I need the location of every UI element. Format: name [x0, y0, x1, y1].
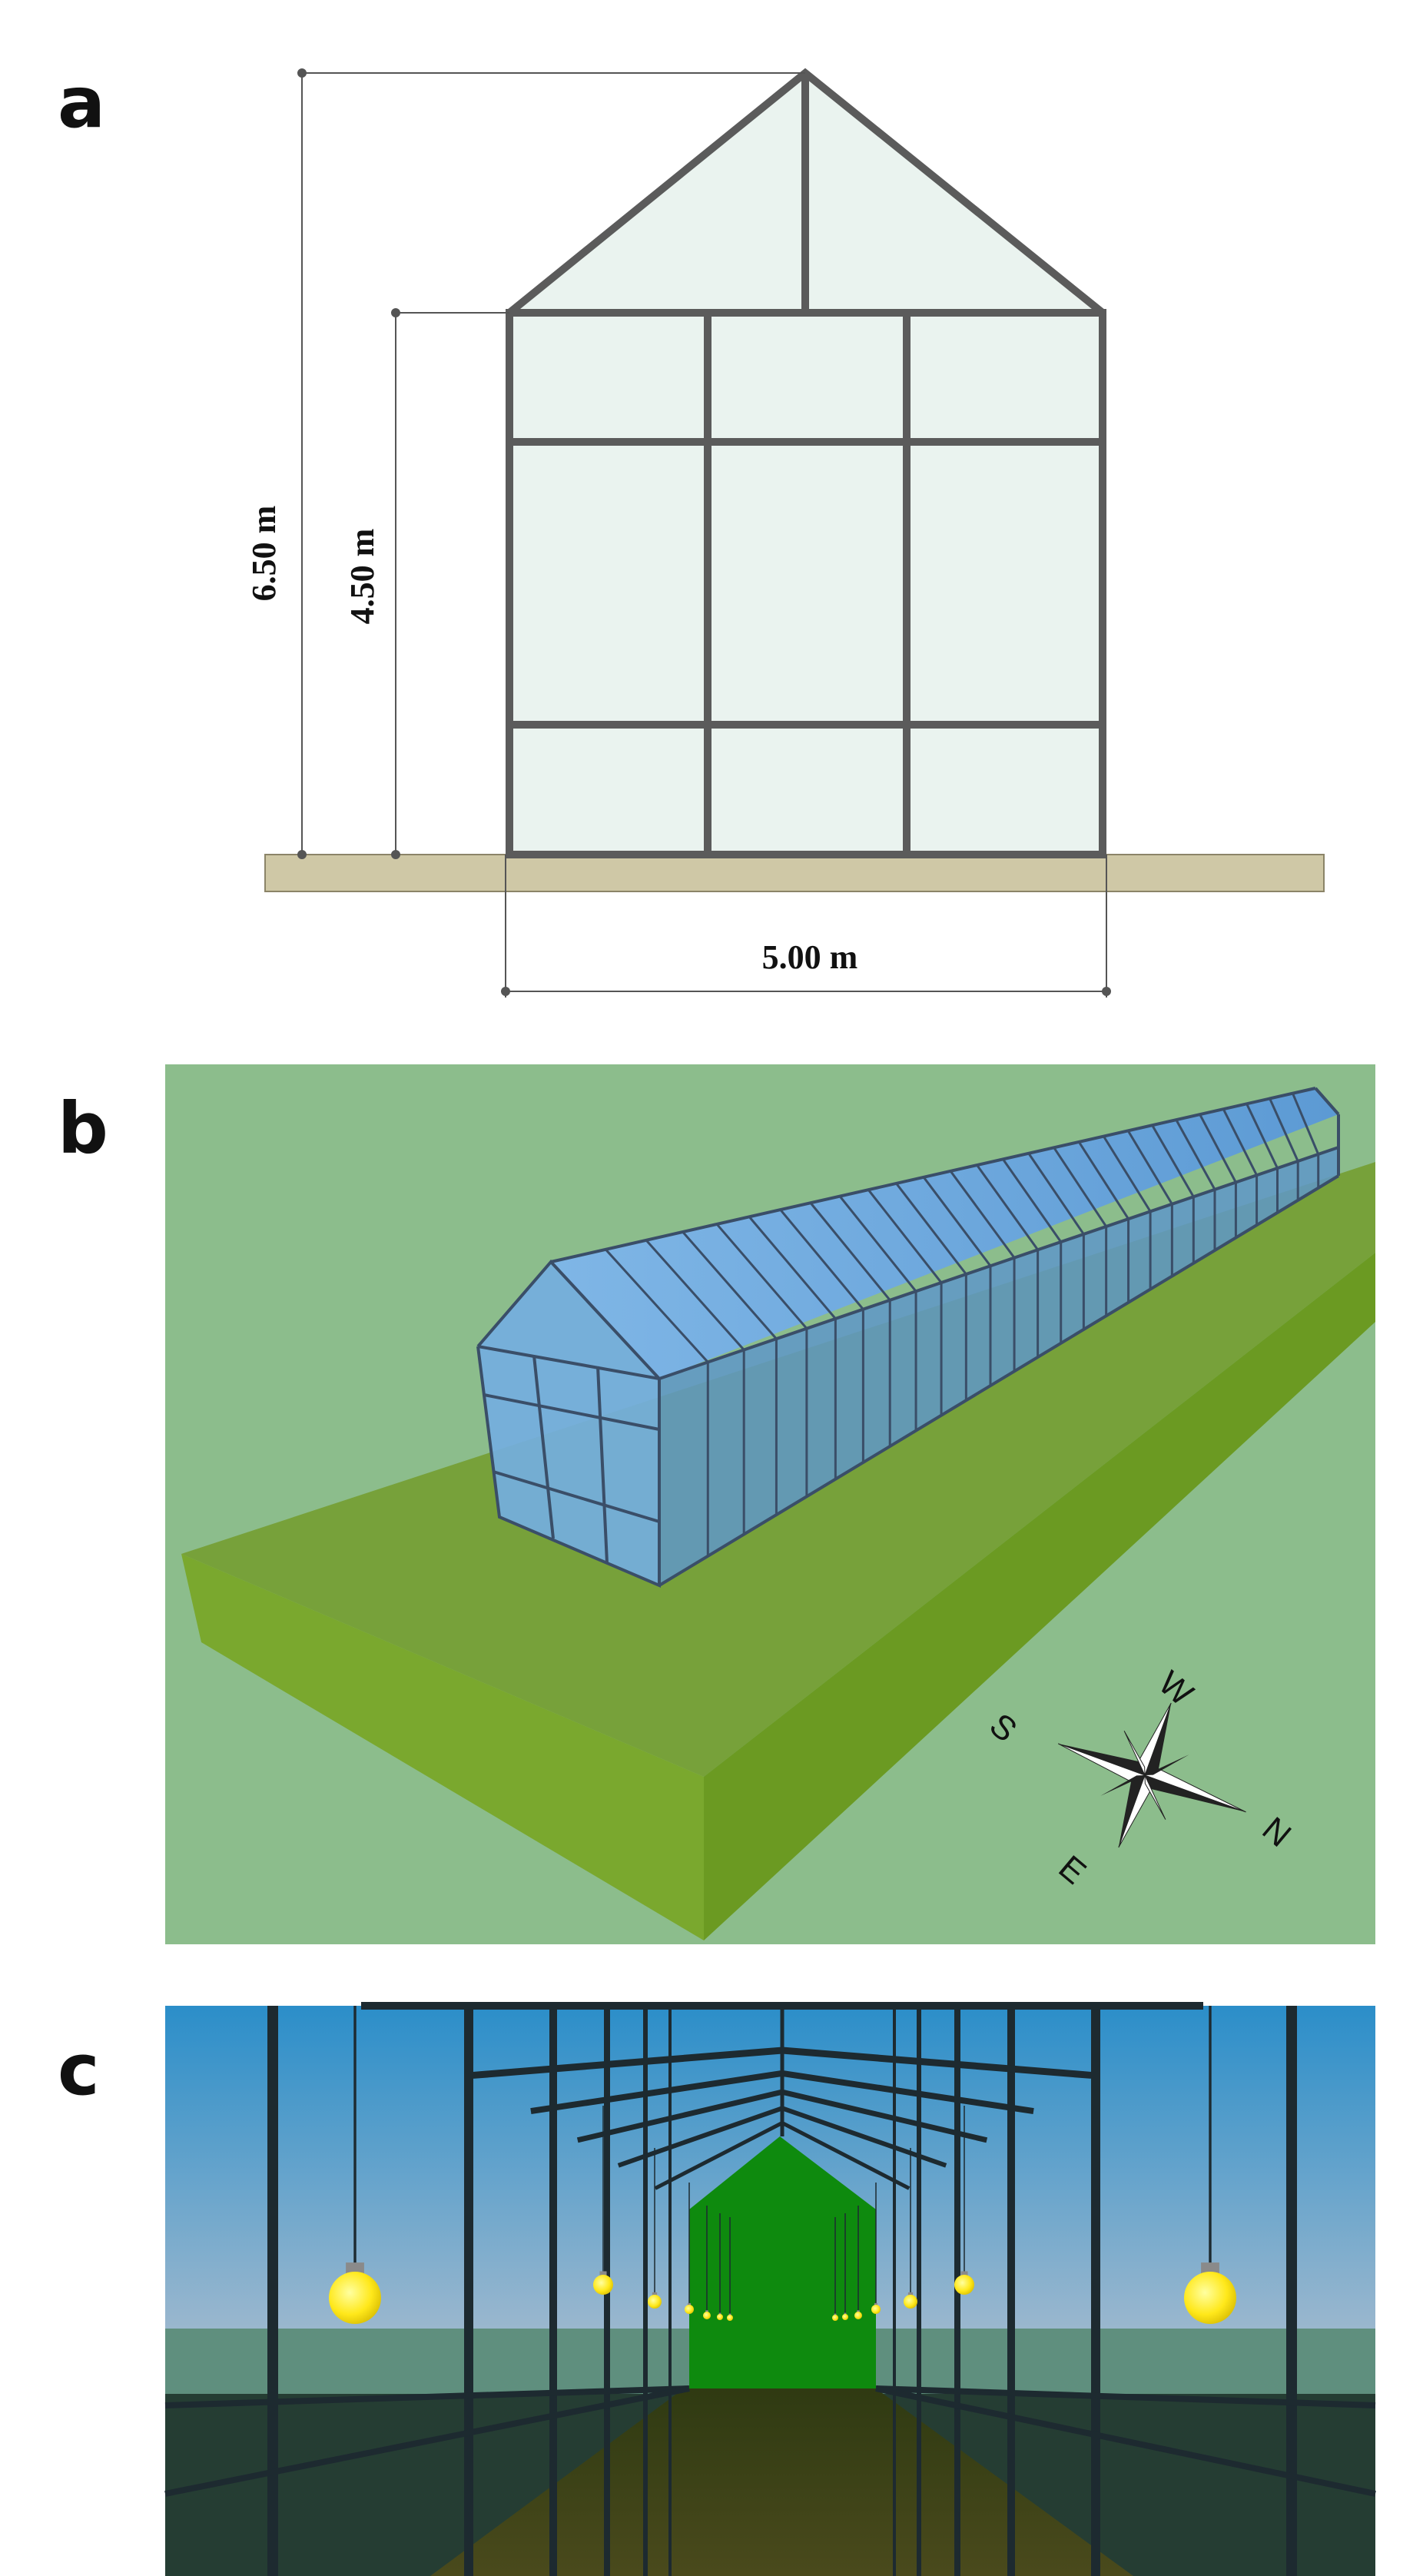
greenhouse-rib: [976, 1164, 1040, 1357]
wall-height-label: 4.50 m: [343, 529, 381, 625]
light-bulb-icon: [1184, 2006, 1236, 2324]
greenhouse-rib: [682, 1231, 778, 1515]
greenhouse-rib: [1246, 1103, 1279, 1213]
rail-left: [164, 2385, 690, 2497]
panel-c-interior-view: c: [58, 2002, 1376, 2576]
greenhouse-rib: [809, 1202, 891, 1446]
greenhouse-rib: [1002, 1158, 1063, 1343]
greenhouse-rib: [1126, 1130, 1173, 1276]
total-height-label: 6.50 m: [245, 506, 283, 602]
greenhouse-rib: [1151, 1124, 1195, 1263]
light-bulb-icon: [648, 2148, 662, 2309]
compass-rose: [1058, 1702, 1246, 1848]
ground-strip: [264, 854, 1325, 892]
greenhouse-rib: [715, 1223, 808, 1497]
light-bulb-icon: [727, 2217, 733, 2321]
greenhouse-rib: [1053, 1147, 1108, 1316]
interior-end-wall: [689, 2136, 876, 2388]
light-bulb-icon: [904, 2148, 917, 2309]
rail-left: [164, 2385, 690, 2408]
panel-b-3d-model: b: [58, 1064, 1375, 1944]
light-bulb-icon: [703, 2206, 711, 2319]
greenhouse-rib: [1103, 1135, 1152, 1290]
greenhouse-rib: [779, 1209, 864, 1462]
dimension-lines: [297, 68, 1111, 998]
light-bulbs: [329, 2006, 1236, 2324]
light-bulb-icon: [685, 2183, 694, 2314]
greenhouse-rib: [949, 1170, 1016, 1372]
greenhouse-rib: [922, 1176, 992, 1386]
light-bulb-icon: [329, 2006, 381, 2324]
greenhouse-rib: [867, 1189, 943, 1416]
panel-a-letter: a: [58, 61, 105, 144]
panel-c-letter: c: [58, 2029, 100, 2111]
light-bulb-icon: [717, 2213, 723, 2320]
light-bulb-icon: [854, 2206, 862, 2319]
greenhouse-ribs: [605, 1093, 1320, 1556]
panel-a-front-elevation: a: [58, 61, 1325, 998]
greenhouse-rib: [748, 1216, 837, 1479]
light-bulb-icon: [954, 2106, 974, 2295]
greenhouse-rib: [1292, 1093, 1320, 1188]
rail-right: [875, 2385, 1376, 2497]
interior-frame: [164, 2002, 1376, 2576]
width-label: 5.00 m: [762, 938, 858, 976]
greenhouse-rib: [645, 1239, 745, 1535]
greenhouse-glass: [509, 73, 1103, 855]
light-bulb-icon: [593, 2106, 613, 2295]
rail-right: [875, 2385, 1376, 2408]
greenhouse-rib: [838, 1195, 917, 1431]
greenhouse-3d: [476, 1087, 1340, 1588]
light-bulb-icon: [871, 2183, 881, 2314]
greenhouse-rib: [1175, 1119, 1216, 1251]
greenhouse-rib: [1077, 1141, 1130, 1303]
greenhouse-rib: [1269, 1097, 1299, 1200]
greenhouse-rib: [1199, 1114, 1237, 1238]
light-bulb-icon: [832, 2217, 838, 2321]
greenhouse-rib: [1027, 1152, 1085, 1329]
panel-b-letter: b: [58, 1087, 108, 1170]
greenhouse-rib: [1222, 1108, 1259, 1226]
greenhouse-rib: [895, 1182, 967, 1401]
light-bulb-icon: [842, 2213, 848, 2320]
greenhouse-rib: [605, 1248, 709, 1556]
